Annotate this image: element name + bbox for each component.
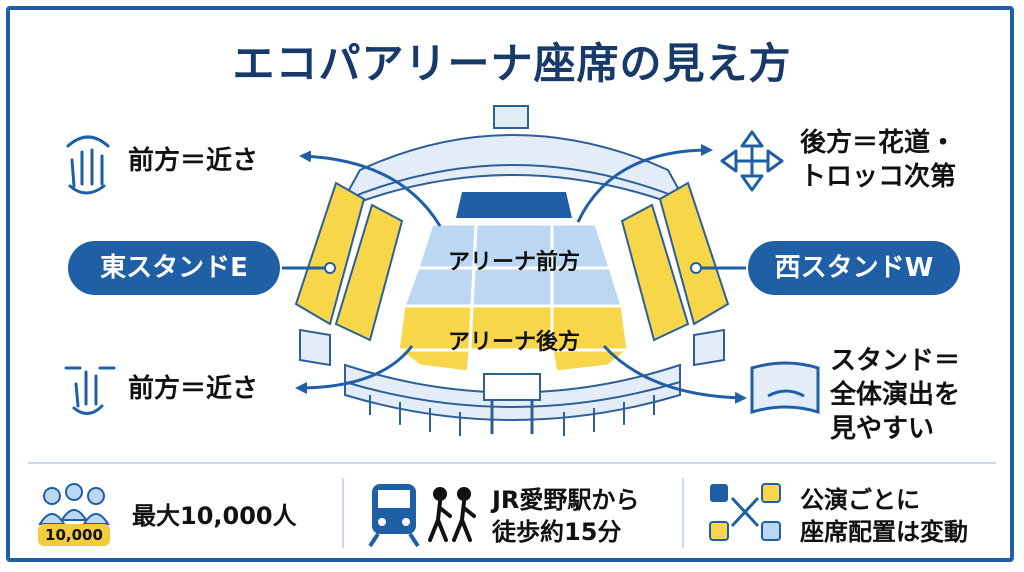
right-bottom-label-line: スタンド＝ <box>830 346 961 376</box>
arena-back-block <box>393 304 633 374</box>
train-icon <box>368 484 420 548</box>
arena-back-label: アリーナ後方 <box>447 330 580 355</box>
layout-text-line: 公演ごとに <box>800 486 920 514</box>
seat-swap-icon <box>709 483 781 541</box>
callout-arrows <box>282 144 747 404</box>
stage <box>456 192 572 218</box>
panorama-screen-icon <box>750 361 820 415</box>
left-bottom-label: 前方＝近さ <box>128 374 259 404</box>
access-text-line: 徒歩約15分 <box>492 518 622 546</box>
right-bottom-label-line: 全体演出を <box>830 380 961 410</box>
access-text: JR愛野駅から 徒歩約15分 <box>492 484 639 548</box>
page-title: エコパアリーナ座席の見え方 <box>232 39 792 88</box>
east-stand-blocks <box>294 181 404 342</box>
pinch-hand-icon <box>64 366 116 415</box>
left-top-label: 前方＝近さ <box>128 146 259 176</box>
arena-front-block <box>401 222 625 308</box>
footer-separator <box>342 478 344 548</box>
crowd-icon <box>38 483 110 525</box>
arena-front-label: アリーナ前方 <box>447 250 580 275</box>
footer-separator <box>682 478 684 548</box>
arena-structure <box>299 105 725 436</box>
west-stand-blocks <box>620 181 730 342</box>
walking-people-icon <box>428 487 476 542</box>
layout-text: 公演ごとに 座席配置は変動 <box>800 484 968 548</box>
right-top-label: 後方＝花道・ トロッコ次第 <box>800 126 956 194</box>
footer-divider <box>28 462 996 464</box>
layout-text-line: 座席配置は変動 <box>800 518 968 546</box>
move-arrows-icon <box>720 130 784 192</box>
right-bottom-label-line: 見やすい <box>830 414 935 444</box>
swipe-hand-icon <box>66 135 110 195</box>
west-stand-pill: 西スタンドW <box>748 241 960 295</box>
capacity-badge: 10,000 <box>38 524 110 546</box>
right-bottom-label: スタンド＝ 全体演出を 見やすい <box>830 344 960 446</box>
access-text-line: JR愛野駅から <box>492 486 640 514</box>
control-booth <box>483 373 541 434</box>
right-top-label-line: トロッコ次第 <box>800 162 957 192</box>
east-stand-pill: 東スタンドE <box>68 241 280 295</box>
right-top-label-line: 後方＝花道・ <box>800 128 957 158</box>
capacity-text: 最大10,000人 <box>132 502 297 530</box>
